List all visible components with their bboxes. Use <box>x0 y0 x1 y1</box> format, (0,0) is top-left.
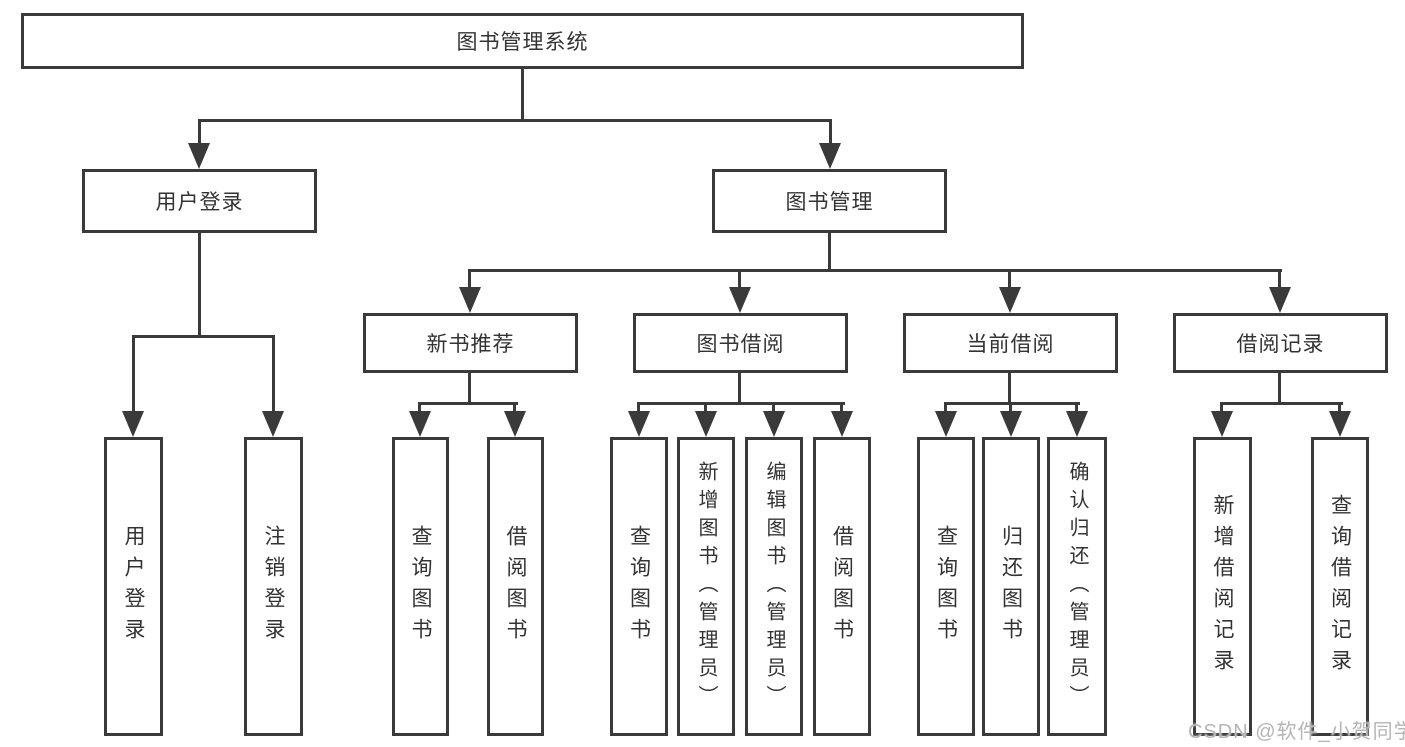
leaf-borrow-books-1: 借阅图书 <box>487 437 544 736</box>
connector-line <box>1338 402 1341 413</box>
connector-line <box>1008 269 1011 289</box>
node-label: 借阅图书 <box>504 524 527 649</box>
arrowhead-down-icon <box>409 411 431 437</box>
node-label: 确认归还（管理员） <box>1066 460 1088 713</box>
arrowhead-down-icon <box>1211 411 1233 437</box>
connector-line <box>198 119 201 145</box>
arrowhead-down-icon <box>188 143 210 169</box>
connector-line <box>1220 402 1223 413</box>
connector-line <box>637 402 845 405</box>
connector-line <box>840 402 843 413</box>
node-label: 用户登录 <box>155 191 244 214</box>
node-label: 图书借阅 <box>696 333 785 356</box>
node-user-login: 用户登录 <box>82 169 317 233</box>
connector-line <box>1220 402 1343 405</box>
leaf-borrow-books-2: 借阅图书 <box>813 437 871 736</box>
arrowhead-down-icon <box>831 411 853 437</box>
connector-line <box>198 233 201 338</box>
arrowhead-down-icon <box>763 411 785 437</box>
node-label: 注销登录 <box>262 524 285 649</box>
arrowhead-down-icon <box>1066 411 1088 437</box>
connector-line <box>738 269 741 289</box>
connector-line <box>828 233 831 272</box>
arrowhead-down-icon <box>504 411 526 437</box>
node-label: 编辑图书（管理员） <box>763 460 785 713</box>
node-label: 新书推荐 <box>426 333 515 356</box>
connector-line <box>468 373 471 405</box>
leaf-user-login: 用户登录 <box>104 437 163 736</box>
leaf-add-book-admin: 新增图书（管理员） <box>677 437 735 736</box>
leaf-query-books-3: 查询图书 <box>917 437 975 736</box>
connector-line <box>132 335 275 338</box>
node-book-borrowing: 图书借阅 <box>633 313 848 373</box>
connector-line <box>272 335 275 413</box>
connector-line <box>1278 373 1281 405</box>
arrowhead-down-icon <box>459 287 481 313</box>
connector-line <box>637 402 640 413</box>
leaf-query-books-1: 查询图书 <box>392 437 449 736</box>
connector-line <box>738 373 741 405</box>
arrowhead-down-icon <box>695 411 717 437</box>
connector-line <box>468 269 1282 272</box>
node-label: 归还图书 <box>999 524 1023 649</box>
leaf-edit-book-admin: 编辑图书（管理员） <box>745 437 803 736</box>
watermark-csdn: CSDN @软件_小贺同学 <box>1188 721 1405 743</box>
arrowhead-down-icon <box>935 411 957 437</box>
connector-line <box>704 402 707 413</box>
node-label: 查询借阅记录 <box>1328 493 1352 680</box>
node-label: 新增图书（管理员） <box>695 460 717 713</box>
node-label: 借阅图书 <box>830 524 854 649</box>
arrowhead-down-icon <box>999 287 1021 313</box>
connector-line <box>1009 402 1012 413</box>
node-label: 图书管理系统 <box>456 31 589 54</box>
leaf-confirm-return-admin: 确认归还（管理员） <box>1047 437 1107 736</box>
connector-line <box>944 402 1080 405</box>
node-new-book-recommend: 新书推荐 <box>363 313 578 373</box>
node-label: 借阅记录 <box>1236 333 1325 356</box>
connector-line <box>944 402 947 413</box>
node-label: 当前借阅 <box>966 333 1055 356</box>
connector-line <box>418 402 421 413</box>
connector-line <box>1008 373 1011 405</box>
connector-line <box>521 69 524 122</box>
node-label: 查询图书 <box>409 524 432 649</box>
arrowhead-down-icon <box>628 411 650 437</box>
connector-line <box>513 402 516 413</box>
leaf-query-borrow-record: 查询借阅记录 <box>1311 437 1369 736</box>
arrowhead-down-icon <box>1000 411 1022 437</box>
arrowhead-down-icon <box>819 143 841 169</box>
node-current-borrowing: 当前借阅 <box>903 313 1118 373</box>
node-label: 新增借阅记录 <box>1211 493 1234 680</box>
node-library-system: 图书管理系统 <box>21 13 1024 69</box>
arrowhead-down-icon <box>729 287 751 313</box>
connector-line <box>1278 269 1281 289</box>
connector-line <box>1075 402 1078 413</box>
arrowhead-down-icon <box>262 411 284 437</box>
node-book-management: 图书管理 <box>712 169 947 233</box>
arrowhead-down-icon <box>1269 287 1291 313</box>
leaf-query-books-2: 查询图书 <box>610 437 668 736</box>
leaf-return-book: 归还图书 <box>982 437 1040 736</box>
connector-line <box>132 335 135 413</box>
node-label: 用户登录 <box>122 524 145 649</box>
arrowhead-down-icon <box>1329 411 1351 437</box>
leaf-logout: 注销登录 <box>244 437 303 736</box>
connector-line <box>772 402 775 413</box>
node-label: 查询图书 <box>934 524 958 649</box>
leaf-add-borrow-record: 新增借阅记录 <box>1193 437 1252 736</box>
connector-line <box>418 402 518 405</box>
connector-line <box>198 119 832 122</box>
connector-line <box>468 269 471 289</box>
node-borrow-records: 借阅记录 <box>1173 313 1388 373</box>
node-label: 图书管理 <box>785 191 874 214</box>
connector-line <box>829 119 832 145</box>
node-label: 查询图书 <box>627 524 651 649</box>
arrowhead-down-icon <box>122 411 144 437</box>
